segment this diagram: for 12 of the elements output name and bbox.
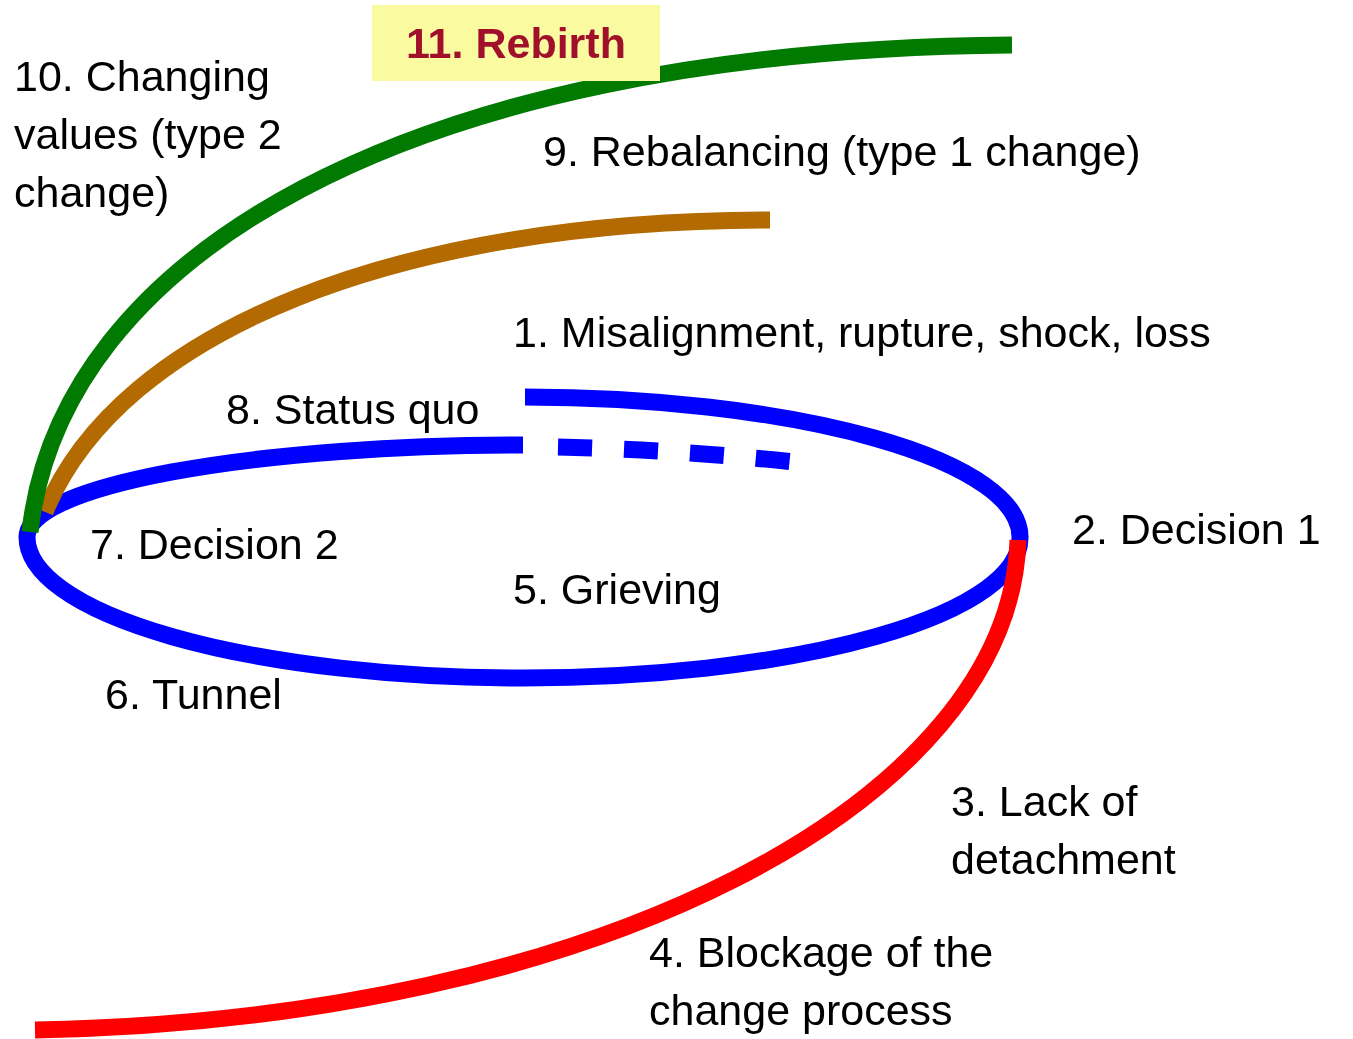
- stage-label: 7. Decision 2: [90, 519, 339, 570]
- stage-label: 9. Rebalancing (type 1 change): [543, 126, 1141, 177]
- stage-label: 2. Decision 1: [1072, 504, 1321, 555]
- stage-label: 1. Misalignment, rupture, shock, loss: [513, 307, 1211, 358]
- highlight-box: [372, 5, 660, 81]
- stage-label: 10. Changing values (type 2 change): [14, 51, 283, 218]
- stage-label: 8. Status quo: [226, 384, 480, 435]
- heading: 11. Rebirth: [406, 18, 626, 68]
- stage-label: 4. Blockage of the change process: [649, 927, 995, 1036]
- stage-label: 6. Tunnel: [105, 669, 282, 720]
- stage-label: 5. Grieving: [513, 564, 721, 615]
- stage-label: 3. Lack of detachment: [951, 776, 1177, 885]
